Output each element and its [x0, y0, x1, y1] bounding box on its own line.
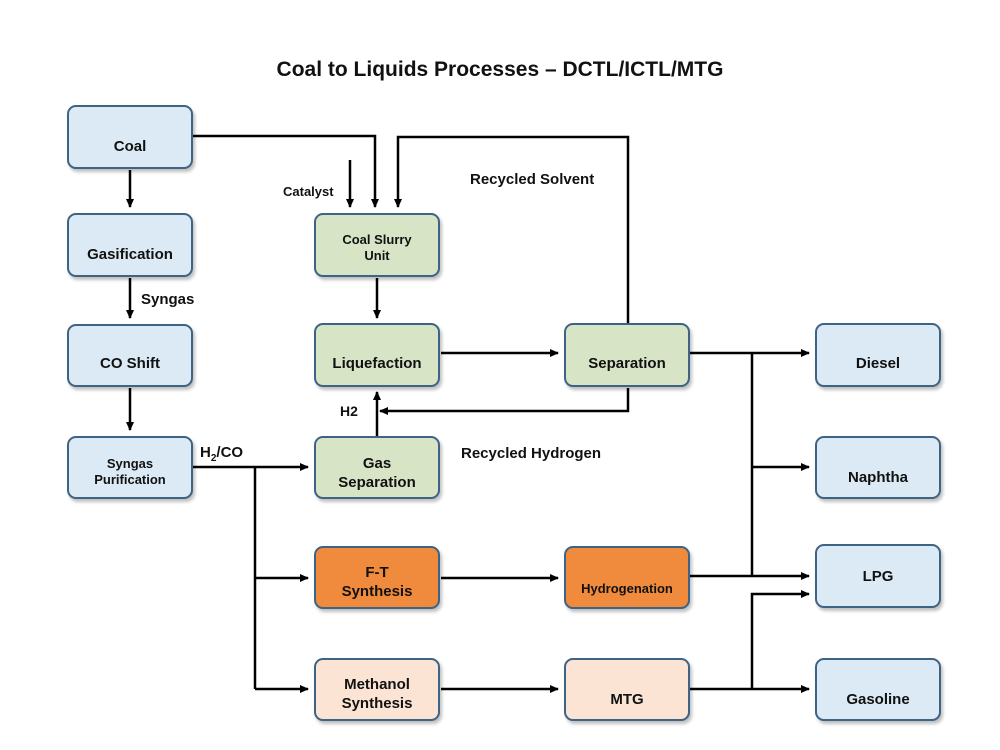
node-gas-separation: Gas Separation — [314, 436, 440, 499]
node-gasification: Gasification — [67, 213, 193, 277]
node-methanol-synthesis: Methanol Synthesis — [314, 658, 440, 721]
arrow-recycled-hydrogen — [379, 388, 630, 415]
node-gasoline: Gasoline — [815, 658, 941, 721]
node-liquefaction: Liquefaction — [314, 323, 440, 387]
node-coal-slurry-line1: Coal Slurry — [342, 232, 412, 247]
arrow-coal-to-slurry — [193, 134, 379, 208]
node-syngas-purification-line1: Syngas — [106, 455, 154, 471]
arrow-mtg-to-lpg — [750, 590, 810, 689]
node-gas-separation-line2: Separation — [338, 473, 416, 491]
node-diesel-label: Diesel — [855, 354, 901, 372]
node-lpg-label: LPG — [862, 567, 894, 585]
node-lpg: LPG — [815, 544, 941, 608]
label-h2-co-prefix: H — [200, 444, 211, 461]
node-hydrogenation: Hydrogenation — [564, 546, 690, 609]
label-recycled-hydrogen: Recycled Hydrogen — [461, 445, 602, 462]
node-syngas-purification-line2: Purification — [94, 471, 166, 487]
page-title: Coal to Liquids Processes – DCTL/ICTL/MT… — [276, 58, 724, 81]
node-gasoline-label: Gasoline — [846, 691, 910, 708]
node-methanol-synthesis-line2: Synthesis — [341, 694, 413, 712]
node-hydrogenation-label: Hydrogenation — [581, 580, 673, 596]
node-ft-synthesis: F-T Synthesis — [314, 546, 440, 609]
node-coal: Coal — [67, 105, 193, 169]
node-ft-synthesis-line1: F-T — [365, 563, 389, 581]
node-co-shift-label: CO Shift — [100, 355, 160, 372]
label-recycled-solvent: Recycled Solvent — [470, 171, 595, 188]
node-liquefaction-label: Liquefaction — [332, 354, 422, 372]
label-h2: H2 — [340, 403, 358, 419]
node-coal-label: Coal — [113, 137, 147, 155]
node-ft-synthesis-line2: Synthesis — [341, 582, 413, 600]
node-gasification-label: Gasification — [87, 245, 173, 263]
node-coal-slurry-line2: Unit — [364, 248, 390, 263]
node-mtg: MTG — [564, 658, 690, 721]
node-gas-separation-line1: Gas — [362, 454, 392, 472]
label-h2-co-suffix: /CO — [216, 444, 244, 461]
label-syngas: Syngas — [141, 291, 195, 308]
label-h2-co: H2/CO — [200, 444, 243, 464]
label-h2-co-subscript: 2 — [210, 453, 217, 464]
node-naphtha-label: Naphtha — [848, 469, 908, 486]
node-coal-slurry-unit: Coal Slurry Unit — [314, 213, 440, 277]
node-separation-label: Separation — [588, 354, 666, 372]
arrow-recycled-solvent — [394, 135, 630, 323]
node-mtg-label: MTG — [610, 691, 644, 708]
node-syngas-purification: Syngas Purification — [67, 436, 193, 499]
node-co-shift: CO Shift — [67, 324, 193, 387]
node-naphtha: Naphtha — [815, 436, 941, 499]
node-separation: Separation — [564, 323, 690, 387]
node-methanol-synthesis-line1: Methanol — [344, 675, 410, 693]
label-catalyst: Catalyst — [283, 184, 334, 199]
node-diesel: Diesel — [815, 323, 941, 387]
